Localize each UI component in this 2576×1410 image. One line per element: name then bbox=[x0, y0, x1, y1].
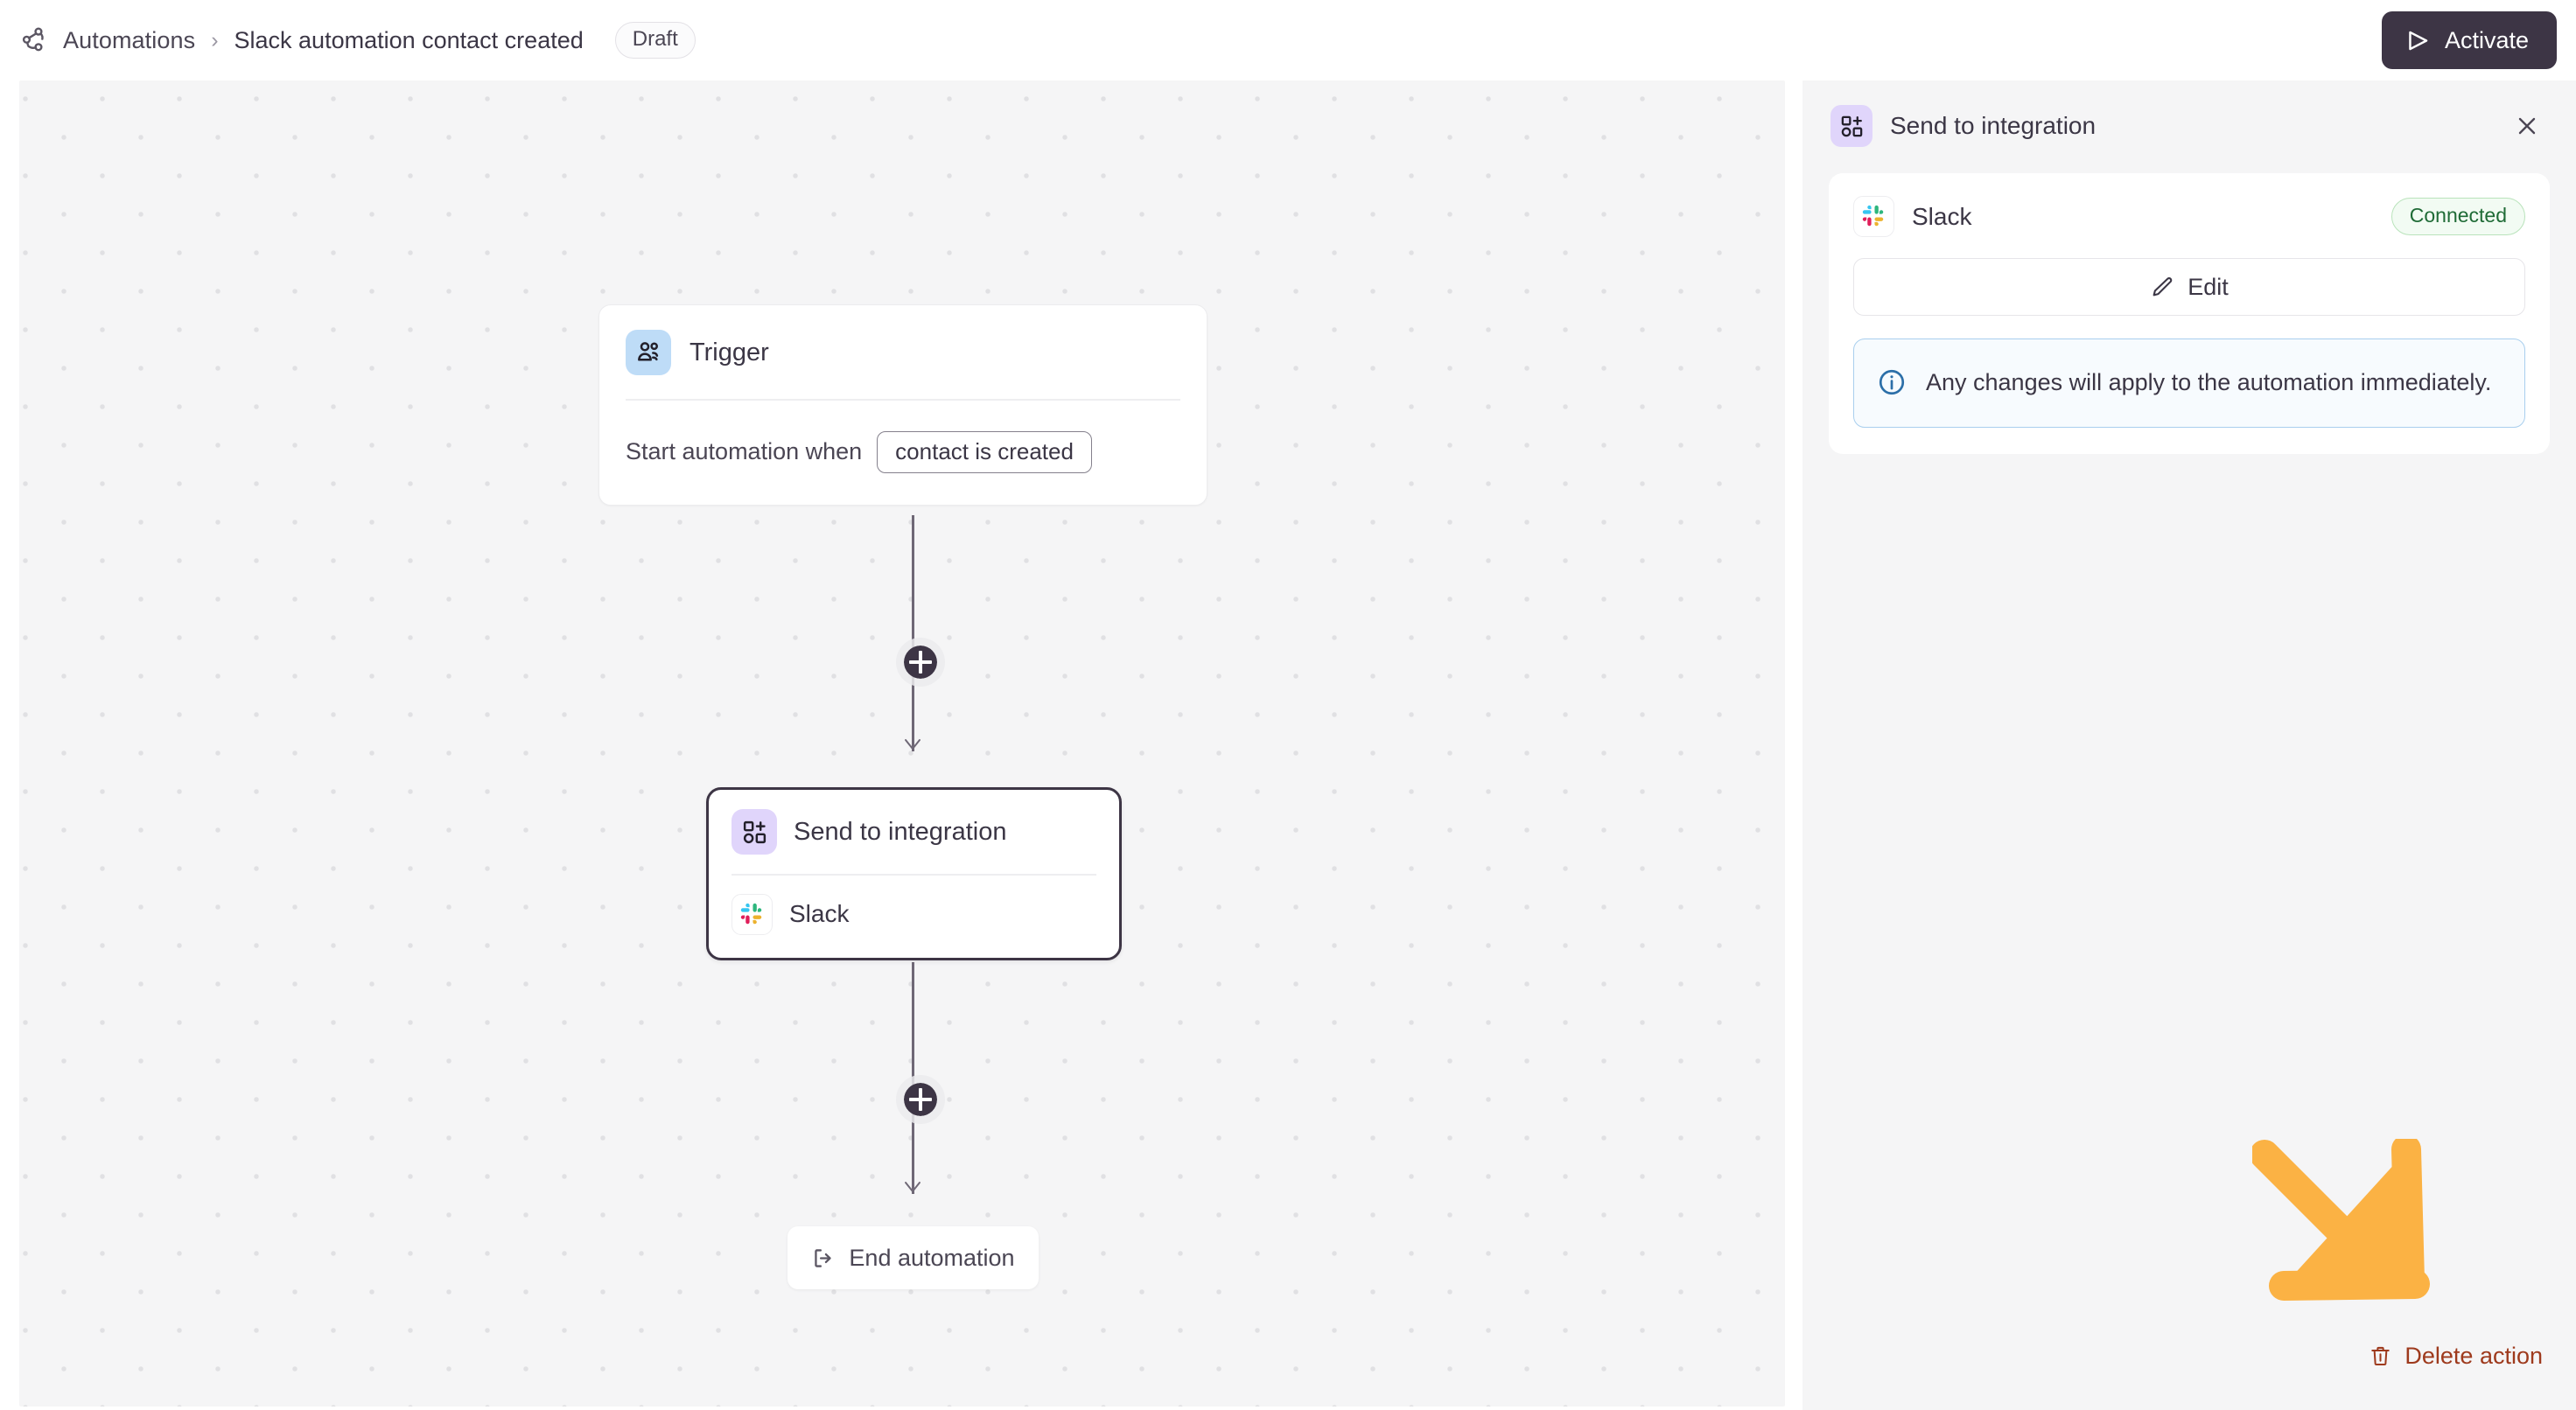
action-node-title: Send to integration bbox=[794, 817, 1007, 846]
trigger-node-body: Start automation when contact is created bbox=[599, 401, 1207, 473]
side-panel-title: Send to integration bbox=[1890, 112, 2096, 139]
action-node-divider bbox=[732, 874, 1096, 876]
integration-name: Slack bbox=[1912, 202, 1972, 230]
breadcrumb: Automations › Slack automation contact c… bbox=[19, 22, 696, 59]
breadcrumb-automations-link[interactable]: Automations bbox=[63, 26, 196, 53]
action-node-integration-name: Slack bbox=[789, 900, 850, 928]
trigger-condition-chip[interactable]: contact is created bbox=[877, 430, 1092, 473]
side-panel: Send to integration bbox=[1802, 80, 2576, 1410]
edit-integration-label: Edit bbox=[2188, 273, 2229, 300]
connection-status-badge: Connected bbox=[2390, 198, 2525, 235]
integration-row: Slack Connected bbox=[1853, 196, 2525, 237]
integration-grid-plus-icon bbox=[732, 809, 777, 855]
trigger-node-divider bbox=[626, 399, 1180, 401]
trigger-node-title: Trigger bbox=[690, 338, 769, 366]
info-callout-text: Any changes will apply to the automation… bbox=[1926, 369, 2492, 395]
trash-icon bbox=[2369, 1344, 2392, 1368]
end-automation-node[interactable]: End automation bbox=[788, 1226, 1039, 1289]
close-icon[interactable] bbox=[2508, 107, 2546, 145]
action-node-header: Send to integration bbox=[709, 790, 1119, 855]
pencil-icon bbox=[2150, 275, 2174, 299]
integration-card: Slack Connected Edit bbox=[1829, 173, 2550, 455]
info-circle-icon bbox=[1877, 366, 1907, 397]
delete-action-label: Delete action bbox=[2404, 1343, 2543, 1369]
activate-button[interactable]: Activate bbox=[2381, 11, 2557, 69]
connector-arrowhead-1 bbox=[901, 735, 924, 752]
top-bar: Automations › Slack automation contact c… bbox=[0, 0, 2576, 80]
delete-action-button[interactable]: Delete action bbox=[2369, 1343, 2543, 1370]
automation-workflow-icon bbox=[19, 25, 49, 55]
highlight-arrow bbox=[2252, 1139, 2454, 1323]
contacts-people-icon bbox=[626, 330, 671, 375]
slack-icon bbox=[1853, 196, 1894, 237]
info-callout: Any changes will apply to the automation… bbox=[1853, 339, 2525, 429]
trigger-node[interactable]: Trigger Start automation when contact is… bbox=[598, 304, 1208, 506]
side-panel-header: Send to integration bbox=[1802, 80, 2576, 147]
integration-grid-plus-icon bbox=[1830, 105, 1872, 147]
connector-line-1 bbox=[912, 515, 914, 751]
action-node-integration-row: Slack bbox=[709, 876, 1119, 935]
page-title: Slack automation contact created bbox=[234, 26, 584, 53]
end-automation-label: End automation bbox=[849, 1244, 1015, 1271]
add-step-button-1[interactable] bbox=[896, 638, 945, 687]
exit-arrow-icon bbox=[811, 1246, 836, 1271]
edit-integration-button[interactable]: Edit bbox=[1853, 258, 2525, 316]
activate-button-label: Activate bbox=[2444, 26, 2529, 53]
breadcrumb-separator: › bbox=[211, 27, 219, 52]
flow-canvas[interactable]: Trigger Start automation when contact is… bbox=[19, 80, 1785, 1407]
add-step-button-2[interactable] bbox=[896, 1075, 945, 1124]
status-badge: Draft bbox=[614, 22, 696, 59]
connector-arrowhead-2 bbox=[901, 1177, 924, 1195]
slack-icon bbox=[732, 893, 773, 935]
trigger-node-header: Trigger bbox=[599, 305, 1207, 375]
play-triangle-icon bbox=[2404, 27, 2432, 54]
trigger-condition-label: Start automation when bbox=[626, 438, 863, 465]
action-node-send-to-integration[interactable]: Send to integration Slack bbox=[706, 787, 1122, 960]
